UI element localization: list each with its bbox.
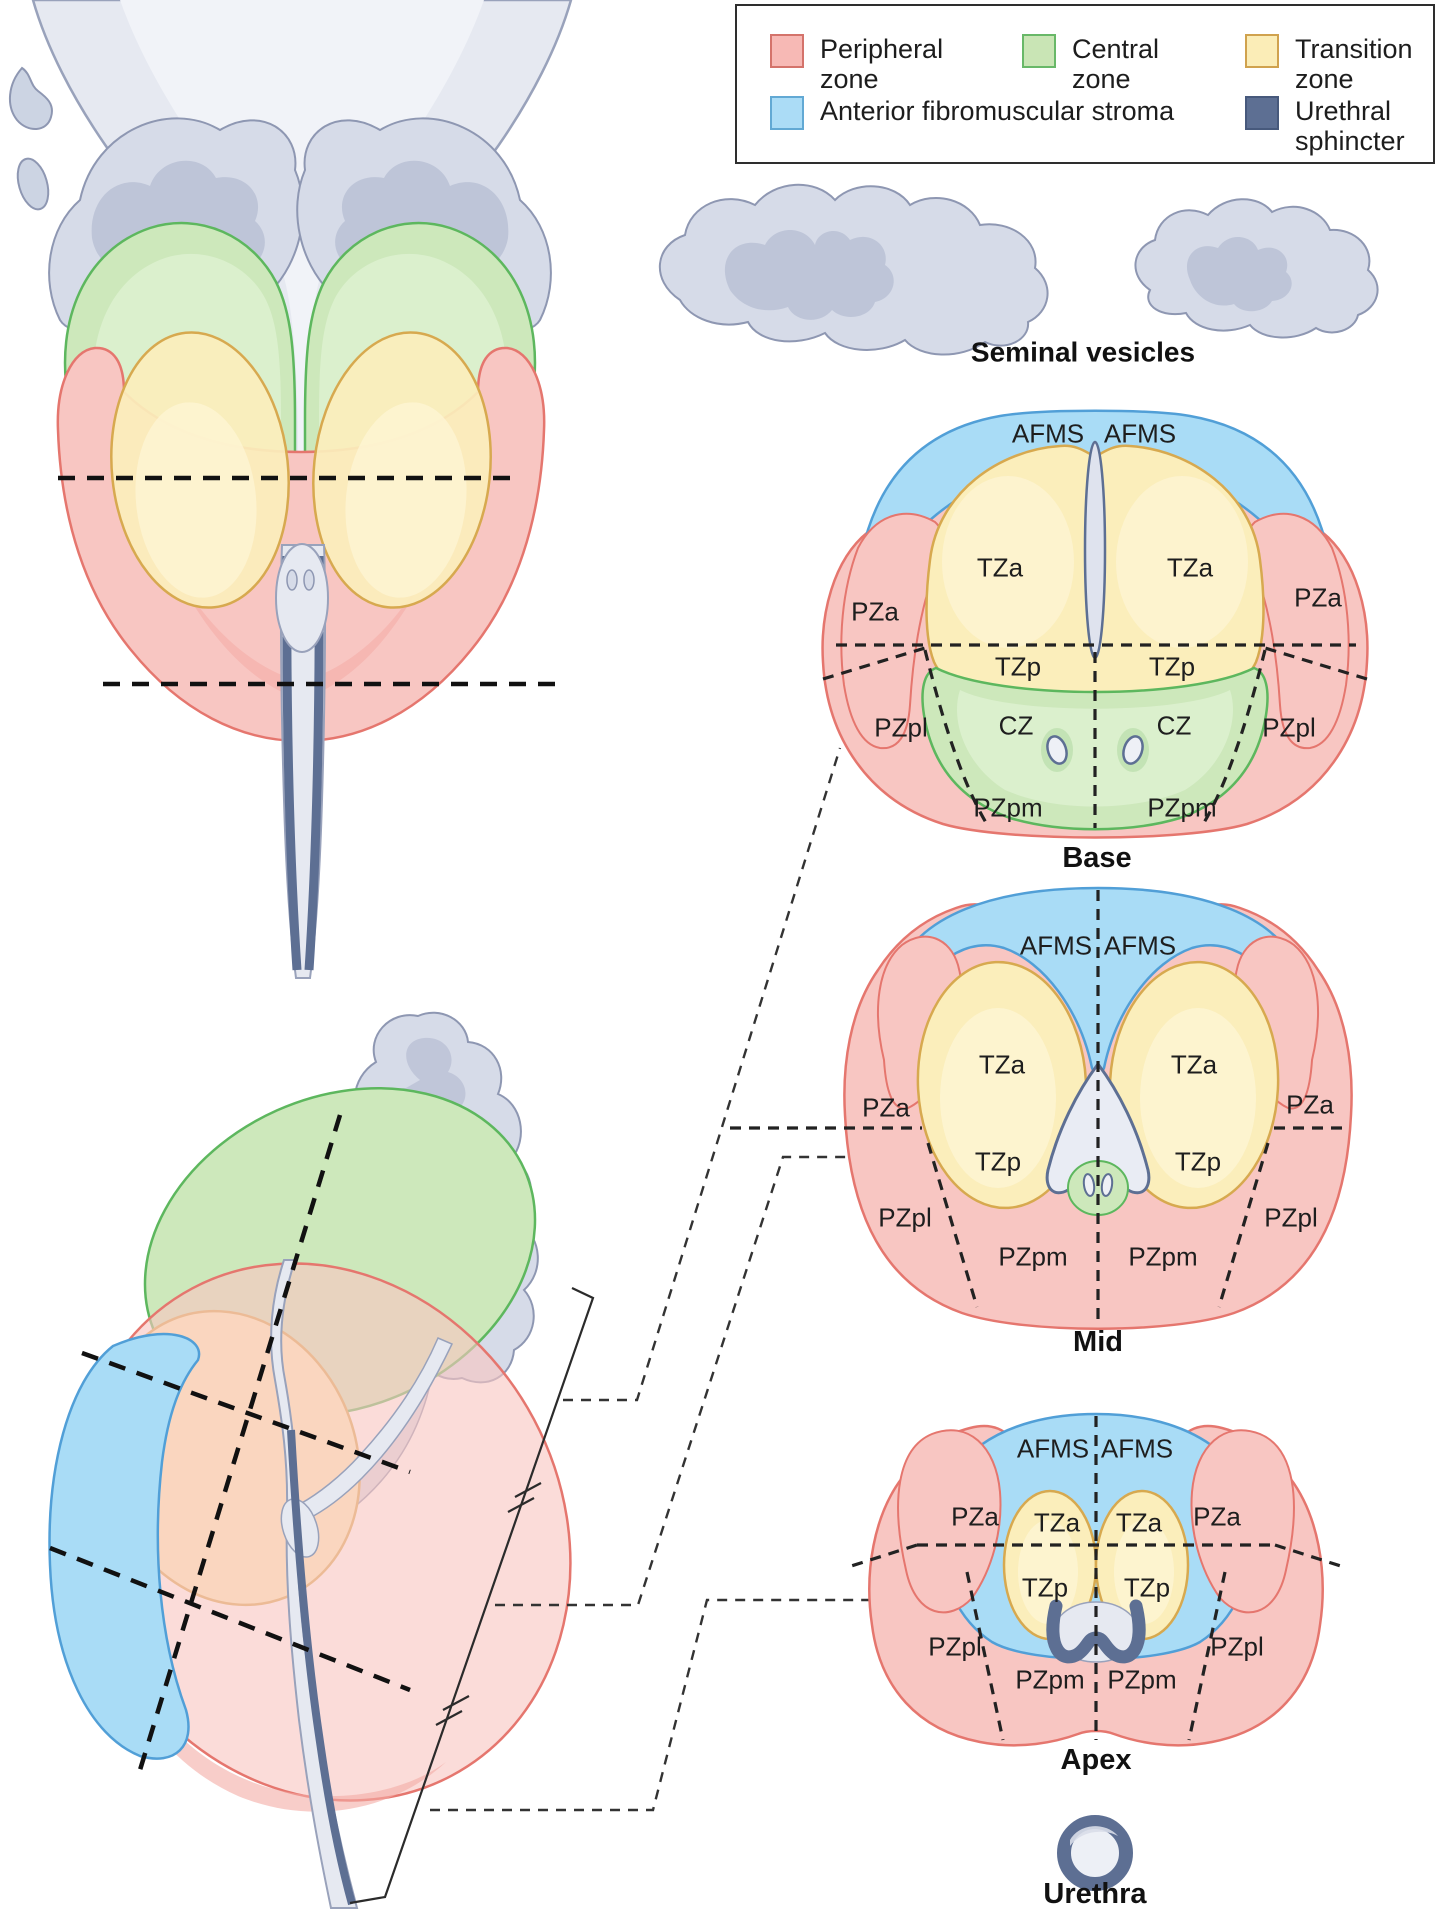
legend-item-afms: Anterior fibromuscular stroma xyxy=(770,96,1174,130)
base-pzpl-left-label: PZpl xyxy=(874,712,928,743)
afms-sagittal xyxy=(48,1332,201,1760)
base-pza-right-label: PZa xyxy=(1294,582,1342,613)
mid-pzpl-right-label: PZpl xyxy=(1264,1202,1318,1233)
legend-item-central-zone: Central zone xyxy=(1022,34,1222,94)
section-bracket xyxy=(349,1287,595,1905)
apex-pza-horn-left xyxy=(897,1429,1002,1614)
cut-line-base-sagittal xyxy=(81,1350,411,1475)
bracket-tick xyxy=(507,1482,542,1513)
mid-pzpm-right-label: PZpm xyxy=(1128,1241,1198,1272)
mid-pza-left-label: PZa xyxy=(862,1092,910,1123)
base-pzpm-right-label: PZpm xyxy=(1147,792,1217,823)
base-pzpl-right-label: PZpl xyxy=(1262,712,1316,743)
apex-section xyxy=(844,1412,1348,1747)
ejaculatory-duct xyxy=(303,569,315,591)
afms-swatch-icon xyxy=(770,96,804,130)
legend: Peripheral zone Central zone Transition … xyxy=(735,4,1435,164)
mid-tza-right-label: TZa xyxy=(1170,1049,1218,1080)
base-cz-left-label: CZ xyxy=(998,710,1034,741)
mid-tza-left-label: TZa xyxy=(978,1049,1026,1080)
seminal-vesicles-caption: Seminal vesicles xyxy=(970,336,1196,368)
urethra-ring xyxy=(1057,1815,1133,1891)
mid-tzp-right-label: TZp xyxy=(1174,1146,1222,1177)
transition-zone-coronal xyxy=(110,331,492,609)
mid-pzpl-left-label: PZpl xyxy=(878,1202,932,1233)
base-caption: Base xyxy=(1062,841,1132,874)
base-tzp-left-label: TZp xyxy=(994,651,1042,682)
apex-pzpm-right-label: PZpm xyxy=(1107,1664,1177,1695)
apex-pzpl-right-label: PZpl xyxy=(1210,1631,1264,1662)
base-pzpm-left-label: PZpm xyxy=(973,792,1043,823)
mid-caption: Mid xyxy=(1073,1325,1123,1358)
legend-item-peripheral-zone: Peripheral zone xyxy=(770,34,970,94)
mid-afms-right-label: AFMS xyxy=(1103,930,1177,961)
urethral-sphincter-sagittal xyxy=(287,1429,356,1906)
peripheral-zone-swatch-icon xyxy=(770,34,804,68)
apex-pza-left-label: PZa xyxy=(951,1501,999,1532)
apex-pzpm-left-label: PZpm xyxy=(1015,1664,1085,1695)
mid-afms xyxy=(890,886,1306,1083)
verumontanum xyxy=(275,543,329,653)
coronal-view xyxy=(9,0,573,979)
legend-label: Anterior fibromuscular stroma xyxy=(820,96,1175,126)
connector-mid xyxy=(495,1155,852,1607)
mid-section xyxy=(730,886,1353,1330)
sagittal-view xyxy=(48,1011,572,1909)
urethral-sphincter-swatch-icon xyxy=(1245,96,1279,130)
base-dividers xyxy=(822,643,1368,828)
base-cz-right-label: CZ xyxy=(1156,710,1192,741)
apex-tzp-left-label: TZp xyxy=(1021,1572,1069,1603)
bracket-tick xyxy=(435,1695,470,1726)
base-afms-left-label: AFMS xyxy=(1011,418,1085,449)
base-tza-right-label: TZa xyxy=(1166,552,1214,583)
base-section xyxy=(821,409,1369,839)
apex-pzpl-left-label: PZpl xyxy=(928,1631,982,1662)
legend-label: Central zone xyxy=(1072,34,1160,95)
transition-zone-swatch-icon xyxy=(1245,34,1279,68)
mid-tzp-left-label: TZp xyxy=(974,1146,1022,1177)
cut-line-apex-sagittal xyxy=(49,1545,411,1693)
apex-urethral-sphincter xyxy=(1046,1599,1146,1664)
base-pza-left-label: PZa xyxy=(851,596,899,627)
legend-item-transition-zone: Transition zone xyxy=(1245,34,1433,94)
base-urethra-slit xyxy=(1083,440,1107,660)
urethra-caption: Urethra xyxy=(1043,1877,1147,1910)
legend-item-urethral-sphincter: Urethral sphincter xyxy=(1245,96,1433,156)
base-tza-left-label: TZa xyxy=(976,552,1024,583)
legend-label: Urethral sphincter xyxy=(1295,96,1405,157)
mid-dividers xyxy=(730,890,1350,1322)
vas-deferens-blob xyxy=(16,157,50,211)
mid-pzpm-left-label: PZpm xyxy=(998,1241,1068,1272)
connector-apex xyxy=(430,1598,910,1812)
legend-label: Peripheral zone xyxy=(820,34,944,95)
base-tzp-right-label: TZp xyxy=(1148,651,1196,682)
apex-tza-right-label: TZa xyxy=(1115,1507,1163,1538)
seminal-vesicles-axial xyxy=(658,183,1379,356)
apex-tzp-right-label: TZp xyxy=(1123,1572,1171,1603)
apex-afms-left-label: AFMS xyxy=(1016,1433,1090,1464)
apex-dividers xyxy=(844,1416,1348,1741)
urethra-coronal xyxy=(275,543,329,979)
apex-tza-left-label: TZa xyxy=(1033,1507,1081,1538)
urethra-sagittal xyxy=(270,1259,454,1909)
apex-pza-horn-right xyxy=(1190,1429,1295,1614)
vas-deferens-blob xyxy=(9,66,53,130)
mid-afms-left-label: AFMS xyxy=(1019,930,1093,961)
connector-base xyxy=(563,747,842,1402)
legend-label: Transition zone xyxy=(1295,34,1413,95)
apex-caption: Apex xyxy=(1060,1743,1132,1776)
mid-pza-right-label: PZa xyxy=(1286,1089,1334,1120)
apex-afms-right-label: AFMS xyxy=(1100,1433,1174,1464)
base-afms-right-label: AFMS xyxy=(1103,418,1177,449)
ejaculatory-duct xyxy=(286,569,298,591)
mid-central-zone-remnant xyxy=(1067,1160,1129,1216)
apex-pza-right-label: PZa xyxy=(1193,1501,1241,1532)
central-zone-swatch-icon xyxy=(1022,34,1056,68)
